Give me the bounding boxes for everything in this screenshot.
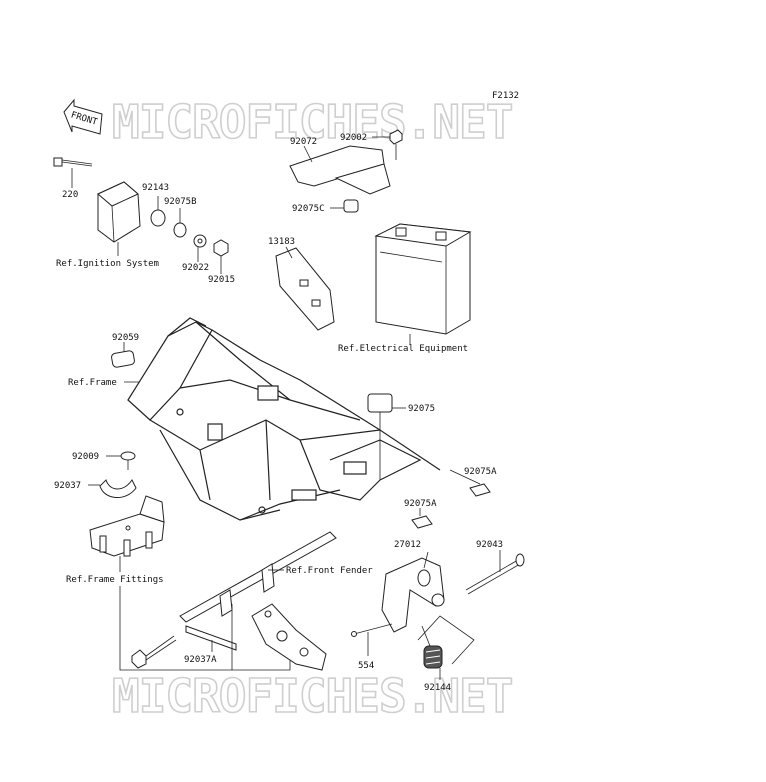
label-92075C: 92075C <box>292 204 325 214</box>
label-92144: 92144 <box>424 683 451 693</box>
label-92059: 92059 <box>112 333 139 343</box>
damper-92075C-icon <box>343 199 359 213</box>
label-92009: 92009 <box>72 452 99 462</box>
bar-icon <box>179 531 337 623</box>
label-92075B: 92075B <box>164 197 197 207</box>
figure-code: F2132 <box>492 91 519 101</box>
ref-frame: Ref.Frame <box>68 378 117 388</box>
lever-27012-icon <box>381 557 445 633</box>
ref-front-fender: Ref.Front Fender <box>286 566 373 576</box>
label-220: 220 <box>62 190 78 200</box>
label-92075A-lower: 92075A <box>404 499 437 509</box>
label-92043: 92043 <box>476 540 503 550</box>
pin-554-icon <box>351 623 393 637</box>
ignition-unit-icon <box>97 181 141 243</box>
ref-electrical-equipment: Ref.Electrical Equipment <box>338 344 468 354</box>
long-bolt-icon <box>131 635 177 669</box>
label-92075A-right: 92075A <box>464 467 497 477</box>
collar-92075B-icon <box>173 222 187 238</box>
bracket-92072-icon <box>289 145 391 195</box>
watermark-top: MICROFICHES.NET <box>112 95 512 149</box>
damper-92143-icon <box>150 209 166 227</box>
label-92075: 92075 <box>408 404 435 414</box>
label-27012: 27012 <box>394 540 421 550</box>
cover-13183-icon <box>275 247 335 331</box>
label-92037A: 92037A <box>184 655 217 665</box>
frame-icon <box>127 317 441 521</box>
damper-92075-icon <box>367 393 393 413</box>
label-92002: 92002 <box>340 133 367 143</box>
pad-92075A-lower-icon <box>411 515 433 529</box>
bolt-220-icon <box>53 157 93 167</box>
strap-92037A-icon <box>185 625 237 651</box>
bolt-92009-icon <box>120 451 136 470</box>
label-92022: 92022 <box>182 263 209 273</box>
ref-frame-fittings: Ref.Frame Fittings <box>66 575 164 585</box>
label-92015: 92015 <box>208 275 235 285</box>
pad-92075A-right-icon <box>469 483 491 497</box>
battery-icon <box>374 223 472 335</box>
shaft-92043-icon <box>465 553 525 595</box>
plate-icon <box>251 603 327 671</box>
label-92037: 92037 <box>54 481 81 491</box>
nut-92015-icon <box>213 239 229 257</box>
label-13183: 13183 <box>268 237 295 247</box>
ref-ignition-system: Ref.Ignition System <box>56 259 159 269</box>
label-92072: 92072 <box>290 137 317 147</box>
label-554: 554 <box>358 661 374 671</box>
watermark-bottom: MICROFICHES.NET <box>112 669 512 723</box>
spring-92144-icon <box>421 625 443 669</box>
front-arrow-icon: FRONT <box>63 98 103 135</box>
cap-92059-icon <box>111 350 135 368</box>
bracket-fitting-icon <box>89 495 165 557</box>
bolt-92002-icon <box>389 129 403 160</box>
label-92143: 92143 <box>142 183 169 193</box>
clamp-92037-icon <box>99 479 137 498</box>
